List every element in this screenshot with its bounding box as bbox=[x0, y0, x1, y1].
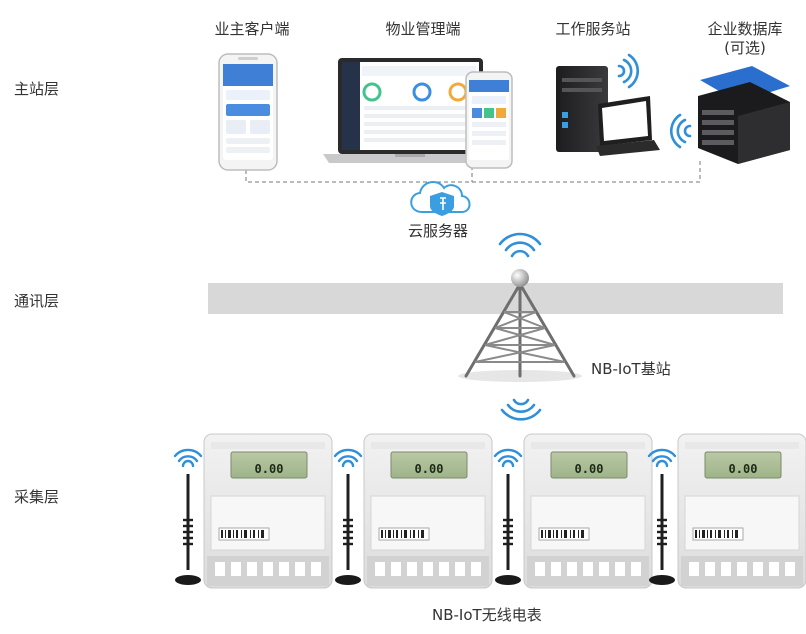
enterprise-database-note: (可选) bbox=[724, 39, 766, 57]
meter-readout: 0.00 bbox=[729, 462, 758, 476]
meter-readout: 0.00 bbox=[255, 462, 284, 476]
smartphone-icon bbox=[218, 53, 278, 171]
cloud-server-icon bbox=[410, 181, 471, 216]
smart-meter-icon: 0.00 bbox=[173, 433, 333, 589]
cloud-server-label: 云服务器 bbox=[408, 222, 469, 240]
layer-label-communication: 通讯层 bbox=[14, 292, 60, 310]
communication-band bbox=[208, 283, 783, 314]
wifi-icon bbox=[617, 53, 639, 89]
wifi-icon bbox=[500, 398, 542, 421]
property-management-label: 物业管理端 bbox=[385, 20, 461, 38]
meters-caption: NB-IoT无线电表 bbox=[432, 606, 542, 624]
layer-label-master-station: 主站层 bbox=[14, 80, 60, 98]
wifi-icon bbox=[498, 232, 542, 258]
work-service-station-label: 工作服务站 bbox=[555, 20, 631, 38]
enterprise-database-label: 企业数据库 bbox=[707, 20, 783, 38]
meter-readout: 0.00 bbox=[415, 462, 444, 476]
wifi-icon bbox=[670, 113, 692, 149]
laptop-icon bbox=[323, 58, 498, 163]
owner-client-label: 业主客户端 bbox=[214, 20, 290, 38]
layer-label-acquisition: 采集层 bbox=[14, 488, 60, 506]
smart-meter-icon: 0.00 bbox=[493, 433, 653, 589]
smart-meter-icon: 0.00 bbox=[647, 433, 806, 589]
base-station-tower-icon bbox=[458, 269, 582, 382]
workstation-icon bbox=[556, 66, 660, 156]
database-server-icon bbox=[698, 66, 790, 164]
base-station-label: NB-IoT基站 bbox=[591, 360, 671, 378]
meter-readout: 0.00 bbox=[575, 462, 604, 476]
smart-meter-icon: 0.00 bbox=[333, 433, 493, 589]
meter-row: 0.00 0.00 bbox=[173, 433, 806, 589]
smartphone-small-icon bbox=[465, 71, 513, 169]
